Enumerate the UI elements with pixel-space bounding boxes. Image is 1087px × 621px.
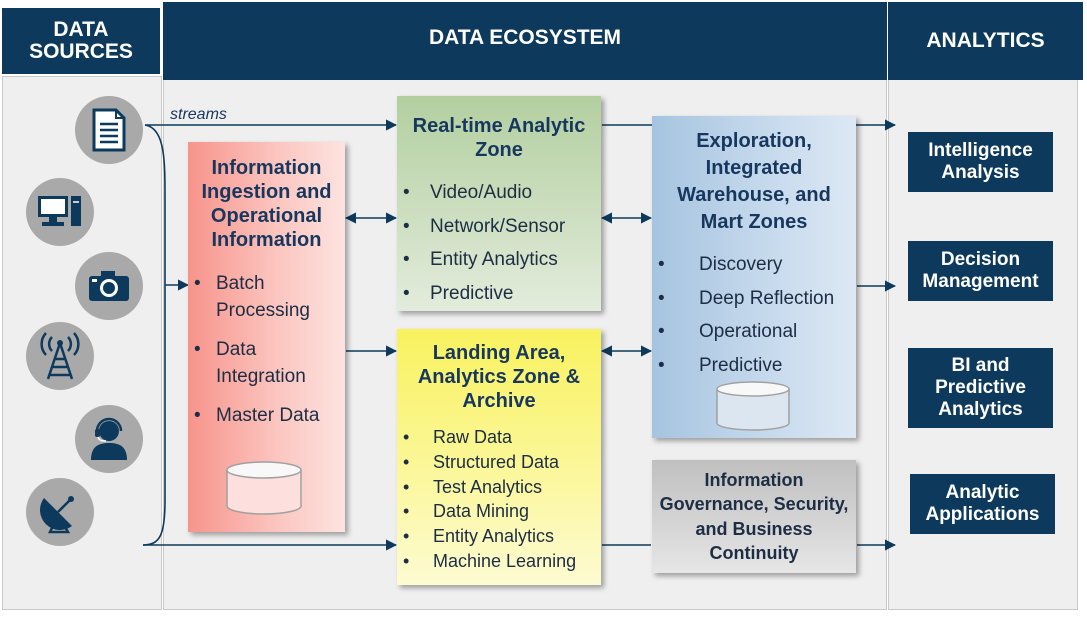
camera-icon — [75, 252, 143, 320]
output-decision-management: Decision Management — [908, 241, 1053, 301]
satellite-dish-icon — [26, 478, 94, 546]
document-icon — [75, 96, 143, 164]
output-analytic-applications-label: Analytic Applications — [925, 482, 1040, 525]
ingestion-item-data-integration: Data Integration — [188, 336, 345, 390]
realtime-zone: Real-time Analytic Zone Video/Audio Netw… — [397, 96, 601, 311]
data-sources-header: DATA SOURCES — [2, 8, 160, 74]
data-sources-header-text: DATA SOURCES — [29, 17, 133, 63]
exploration-zone-title: Exploration, Integrated Warehouse, and M… — [677, 130, 831, 233]
exploration-item-discovery: Discovery — [652, 248, 856, 282]
exploration-zone: Exploration, Integrated Warehouse, and M… — [652, 116, 856, 438]
realtime-zone-list: Video/Audio Network/Sensor Entity Analyt… — [397, 176, 601, 310]
exploration-database-icon — [716, 381, 790, 431]
output-bi-predictive-analytics: BI and Predictive Analytics — [908, 348, 1053, 428]
data-ecosystem-header-text: DATA ECOSYSTEM — [428, 26, 622, 49]
landing-zone-list: Raw Data Structured Data Test Analytics … — [397, 425, 601, 574]
landing-item-entity-analytics: Entity Analytics — [397, 524, 601, 549]
landing-zone-title: Landing Area, Analytics Zone & Archive — [417, 342, 581, 412]
source-trunk-line — [142, 124, 166, 546]
computer-icon — [26, 178, 94, 246]
realtime-item-video-audio: Video/Audio — [397, 176, 601, 210]
landing-item-test-analytics: Test Analytics — [397, 475, 601, 500]
realtime-item-predictive: Predictive — [397, 277, 601, 311]
output-analytic-applications: Analytic Applications — [910, 474, 1055, 534]
exploration-zone-list: Discovery Deep Reflection Operational Pr… — [652, 248, 856, 382]
landing-item-machine-learning: Machine Learning — [397, 549, 601, 574]
landing-item-data-mining: Data Mining — [397, 499, 601, 524]
analytics-header: ANALYTICS — [888, 2, 1083, 80]
output-intelligence-analysis: Intelligence Analysis — [908, 132, 1053, 192]
analytics-header-text: ANALYTICS — [926, 28, 1045, 52]
streams-label: streams — [170, 106, 227, 123]
headset-person-icon — [75, 405, 143, 473]
ingestion-zone: Information Ingestion and Operational In… — [188, 142, 345, 532]
realtime-zone-title: Real-time Analytic Zone — [412, 115, 586, 161]
exploration-item-operational: Operational — [652, 315, 856, 349]
landing-item-raw-data: Raw Data — [397, 425, 601, 450]
exploration-item-deep-reflection: Deep Reflection — [652, 282, 856, 316]
landing-zone: Landing Area, Analytics Zone & Archive R… — [397, 329, 601, 585]
realtime-item-entity-analytics: Entity Analytics — [397, 243, 601, 277]
governance-zone: Information Governance, Security, and Bu… — [652, 460, 856, 573]
data-ecosystem-header: DATA ECOSYSTEM — [163, 2, 887, 80]
ingestion-item-master-data: Master Data — [188, 402, 345, 429]
exploration-item-predictive: Predictive — [652, 349, 856, 383]
output-intelligence-analysis-label: Intelligence Analysis — [928, 140, 1033, 183]
ingestion-zone-list: Batch Processing Data Integration Master… — [188, 270, 345, 429]
output-bi-predictive-analytics-label: BI and Predictive Analytics — [935, 355, 1026, 420]
antenna-tower-icon — [26, 322, 94, 390]
realtime-item-network-sensor: Network/Sensor — [397, 210, 601, 244]
ingestion-zone-title: Information Ingestion and Operational In… — [201, 157, 332, 251]
landing-item-structured-data: Structured Data — [397, 450, 601, 475]
ingestion-item-batch-processing: Batch Processing — [188, 270, 345, 324]
output-decision-management-label: Decision Management — [922, 249, 1039, 292]
ingestion-database-icon — [226, 461, 302, 515]
governance-zone-title: Information Governance, Security, and Bu… — [659, 469, 849, 564]
